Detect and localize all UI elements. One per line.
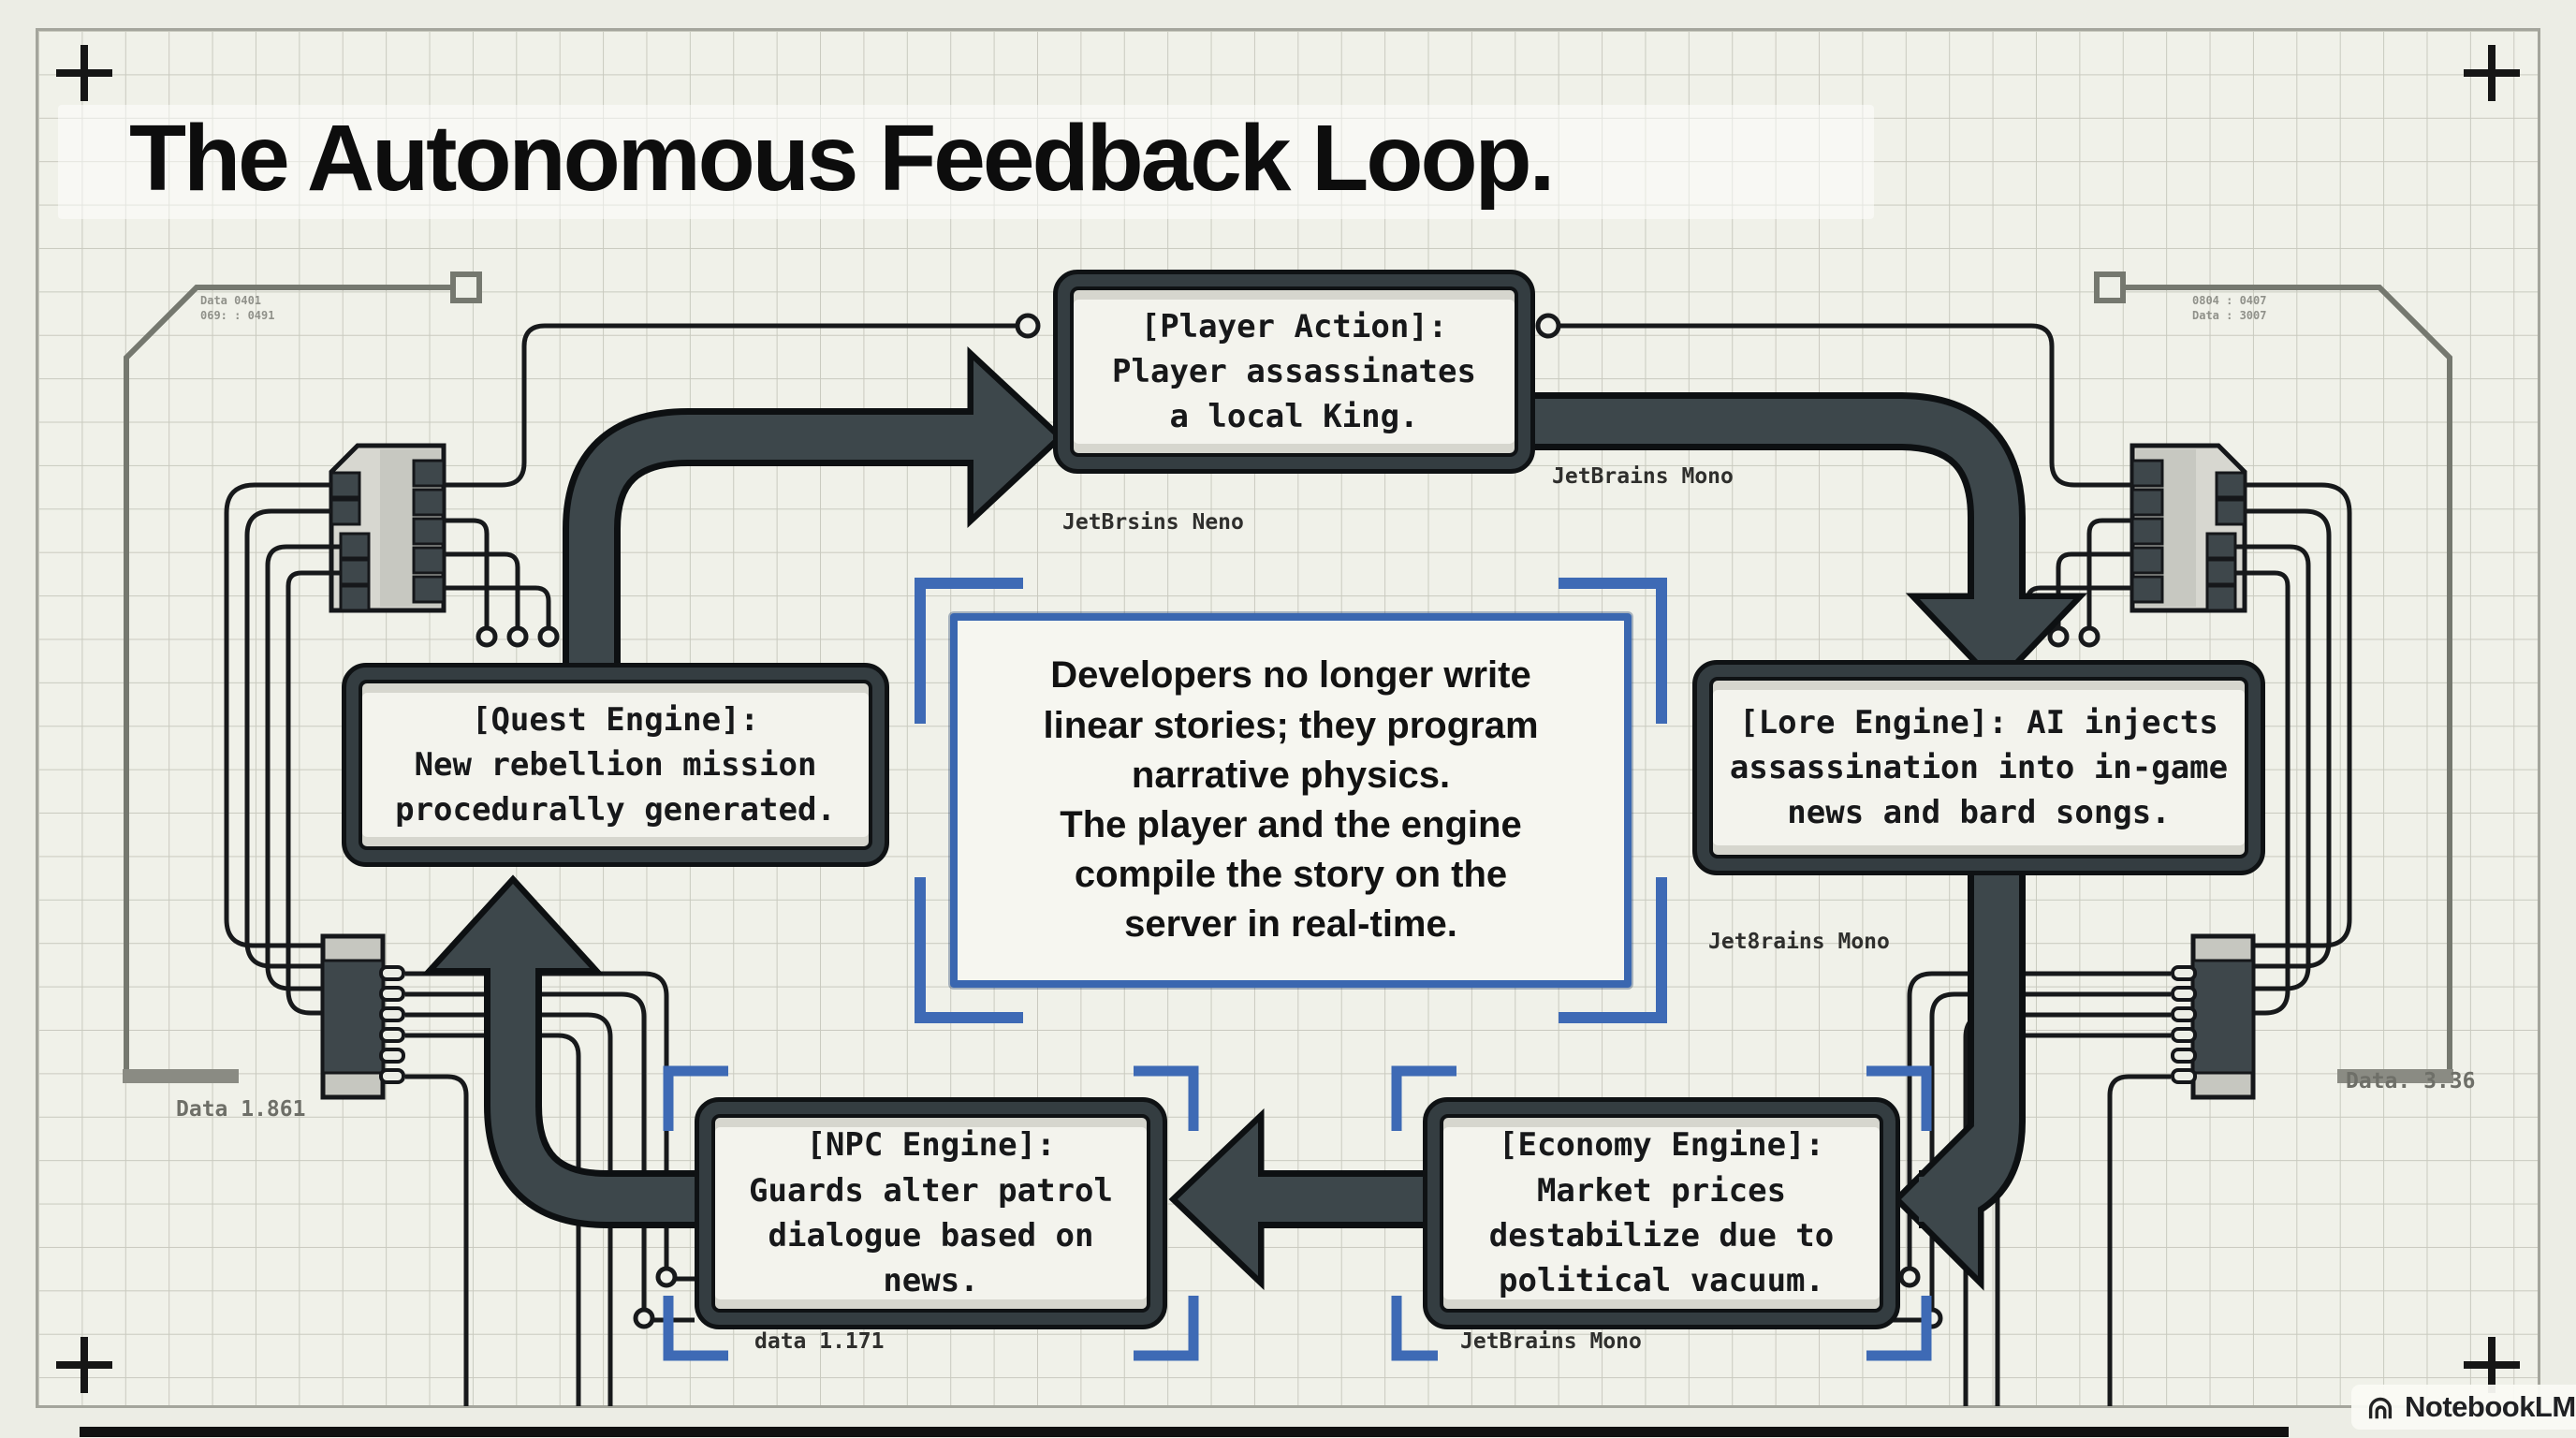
callout-brackets [915, 578, 1667, 1023]
node-player-action-text: [Player Action]: Player assassinates a l… [1070, 286, 1518, 457]
font-label-economy-below: JetBrains Mono [1460, 1329, 1642, 1354]
node-quest-engine: [Quest Engine]: New rebellion mission pr… [342, 663, 889, 867]
arrow-lore-to-economy [1892, 871, 2026, 1291]
notebooklm-icon [2368, 1397, 2393, 1419]
page-title: The Autonomous Feedback Loop. [129, 106, 1555, 211]
arrow-npc-to-quest [422, 874, 695, 1228]
font-label-lore-below: Jet8rains Mono [1708, 930, 1890, 954]
arrow-player-to-lore [1533, 392, 2088, 689]
data-label-npc-below: data 1.171 [754, 1329, 885, 1354]
data-label-left: Data 1.861 [176, 1097, 306, 1122]
title-band [58, 105, 1874, 219]
npc-brackets [663, 1065, 1199, 1361]
crosshair-marks [56, 45, 2520, 1393]
arrow-economy-to-npc [1168, 1108, 1423, 1291]
node-npc-engine: [NPC Engine]: Guards alter patrol dialog… [695, 1097, 1167, 1329]
callout-box: Developers no longer write linear storie… [950, 613, 1632, 988]
arrow-quest-to-player [563, 346, 1065, 670]
node-player-action: [Player Action]: Player assassinates a l… [1053, 270, 1535, 474]
font-label-player-below: JetBrsins Neno [1062, 510, 1244, 535]
node-economy-engine: [Economy Engine]: Market prices destabil… [1423, 1097, 1900, 1329]
node-npc-engine-text: [NPC Engine]: Guards alter patrol dialog… [711, 1114, 1150, 1313]
node-lore-engine: [Lore Engine]: AI injects assassination … [1692, 660, 2265, 875]
economy-brackets [1391, 1065, 1932, 1361]
outline-label-left: Data 0401 069: : 0491 [200, 294, 275, 322]
data-label-right: Data. 3.36 [2346, 1069, 2476, 1093]
font-label-player-right: JetBrains Mono [1552, 464, 1734, 489]
node-lore-engine-text: [Lore Engine]: AI injects assassination … [1709, 677, 2248, 858]
notebooklm-watermark: NotebookLM [2351, 1385, 2576, 1430]
bottom-strip [80, 1427, 2289, 1437]
node-economy-engine-text: [Economy Engine]: Market prices destabil… [1440, 1114, 1883, 1313]
callout-text: Developers no longer write linear storie… [1043, 654, 1539, 946]
outline-label-right: 0804 : 0407 Data : 3007 [2192, 294, 2267, 322]
node-quest-engine-text: [Quest Engine]: New rebellion mission pr… [359, 680, 872, 850]
notebooklm-wordmark: NotebookLM [2405, 1390, 2576, 1423]
